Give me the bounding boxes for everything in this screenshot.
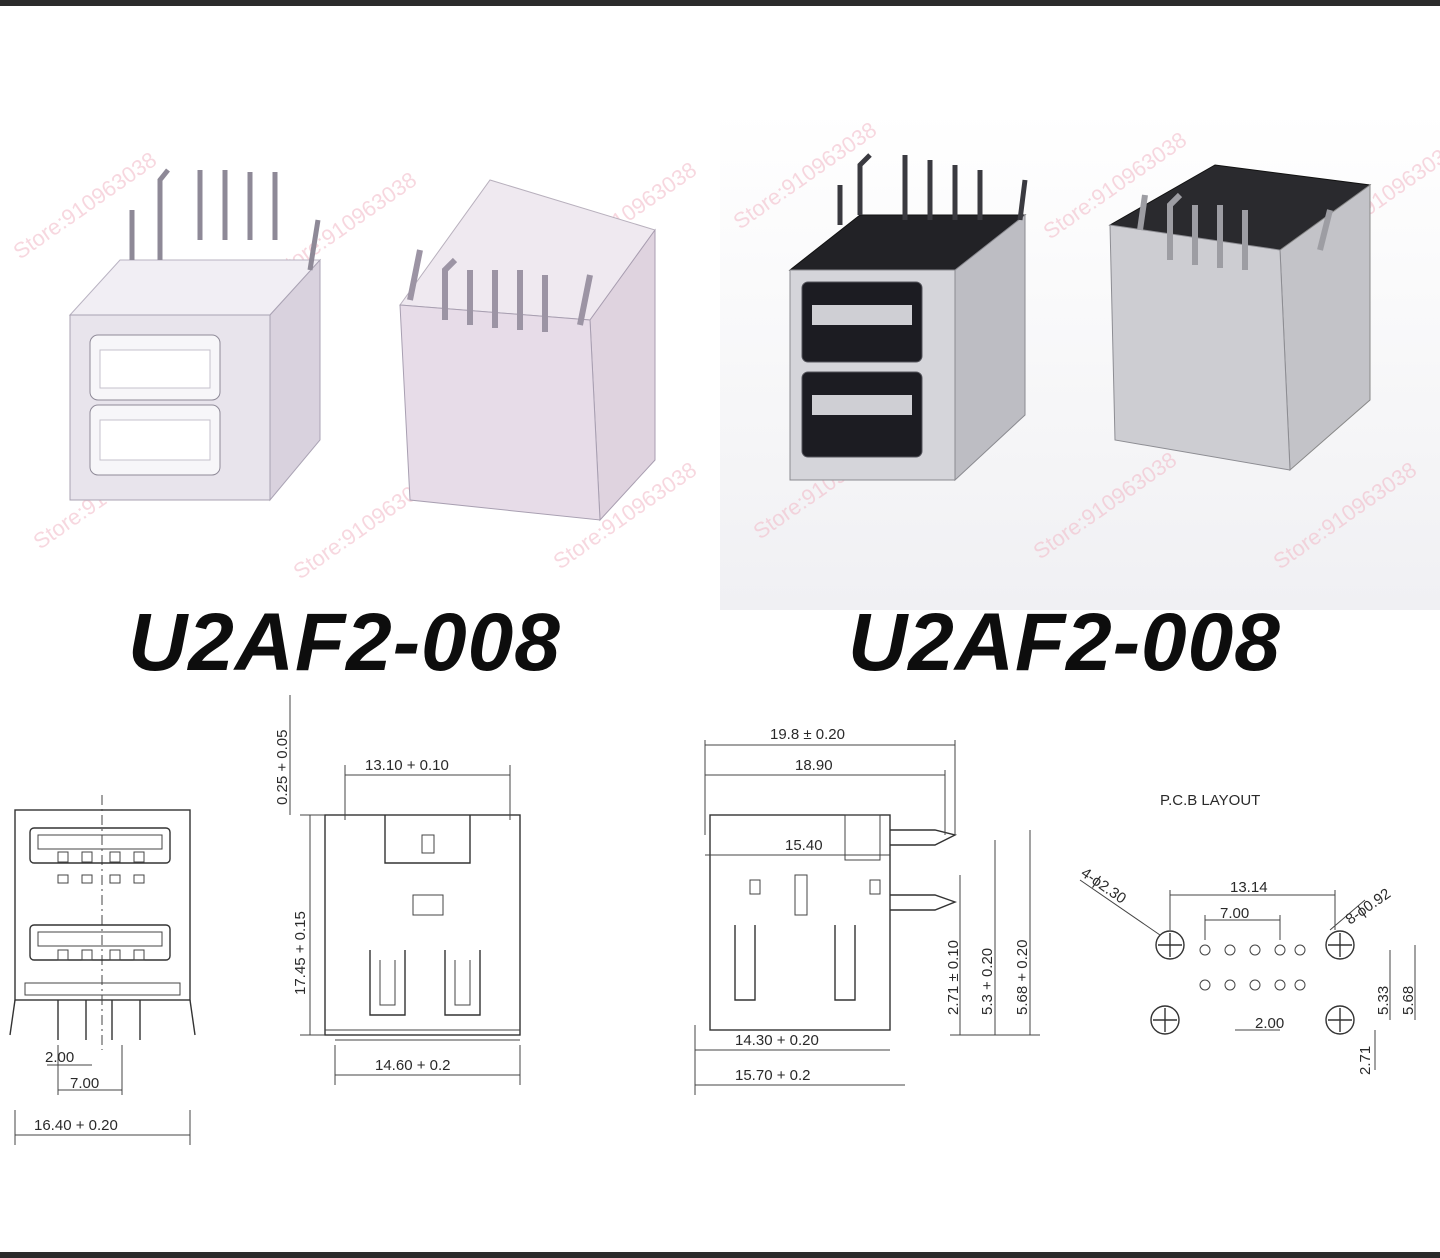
svg-text:Store:910963038: Store:910963038 bbox=[9, 147, 162, 264]
product-label-black: U2AF2-008 bbox=[848, 597, 1281, 688]
dim-base-b: 15.70 + 0.2 bbox=[735, 1067, 810, 1084]
dim-pin-b: 5.3 + 0.20 bbox=[979, 948, 996, 1015]
lower-port bbox=[29, 924, 171, 961]
black-connector-back bbox=[1108, 164, 1372, 472]
dim-top-offset: 0.25 + 0.05 bbox=[274, 730, 291, 805]
dim-bottom-width: 14.60 + 0.2 bbox=[375, 1057, 450, 1074]
bottom-border bbox=[0, 1252, 1440, 1258]
dim-base-a: 14.30 + 0.20 bbox=[735, 1032, 819, 1049]
white-connector-photo: Store:910963038 Store:910963038 Store:91… bbox=[9, 147, 700, 584]
pcb-row-b: 5.68 bbox=[1400, 986, 1417, 1015]
side-outline bbox=[709, 814, 891, 1031]
top-border bbox=[0, 0, 1440, 6]
pcb-row-a: 5.33 bbox=[1375, 986, 1392, 1015]
dim-pitch: 7.00 bbox=[70, 1075, 99, 1092]
dim-inner: 15.40 bbox=[785, 837, 823, 854]
dim-depth: 18.90 bbox=[795, 757, 833, 774]
dim-top-width: 13.10 + 0.10 bbox=[365, 757, 449, 774]
side-view-drawing: 19.8 ± 0.20 18.90 15.40 2.71 ± 0.10 5.3 … bbox=[694, 726, 1040, 1095]
pcb-offset: 2.71 bbox=[1357, 1046, 1374, 1075]
white-connector-front bbox=[68, 168, 322, 502]
dim-width: 16.40 + 0.20 bbox=[34, 1117, 118, 1134]
dim-pitch-small: 2.00 bbox=[45, 1049, 74, 1066]
dim-pin-c: 5.68 + 0.20 bbox=[1014, 940, 1031, 1015]
large-holes bbox=[1150, 930, 1355, 1035]
upper-port bbox=[29, 827, 171, 864]
dim-overall: 19.8 ± 0.20 bbox=[770, 726, 845, 743]
pcb-pitch-small: 2.00 bbox=[1255, 1015, 1284, 1032]
white-connector-back bbox=[399, 179, 656, 522]
product-label-white: U2AF2-008 bbox=[128, 597, 561, 688]
black-connector-photo: Store:910963038 Store:910963038 Store:91… bbox=[720, 110, 1440, 610]
pcb-layout-drawing: P.C.B LAYOUT 13.14 7.00 4-ϕ2.30 8-ϕ0.92 … bbox=[1078, 792, 1417, 1075]
dim-height: 17.45 + 0.15 bbox=[292, 911, 309, 995]
small-holes bbox=[1199, 944, 1306, 991]
front-view-drawing: 2.00 7.00 16.40 + 0.20 bbox=[9, 795, 196, 1145]
front-dimension-drawing: 13.10 + 0.10 0.25 + 0.05 17.45 + 0.15 14… bbox=[274, 695, 521, 1085]
black-connector-front bbox=[788, 153, 1028, 482]
pcb-hole-small: 8-ϕ0.92 bbox=[1343, 885, 1394, 928]
pcb-hole-large: 4-ϕ2.30 bbox=[1078, 864, 1129, 907]
pcb-title: P.C.B LAYOUT bbox=[1160, 792, 1260, 809]
pcb-pitch: 7.00 bbox=[1220, 905, 1249, 922]
port-outline bbox=[324, 814, 521, 1036]
pcb-span: 13.14 bbox=[1230, 879, 1268, 896]
dim-pin-a: 2.71 ± 0.10 bbox=[945, 940, 962, 1015]
